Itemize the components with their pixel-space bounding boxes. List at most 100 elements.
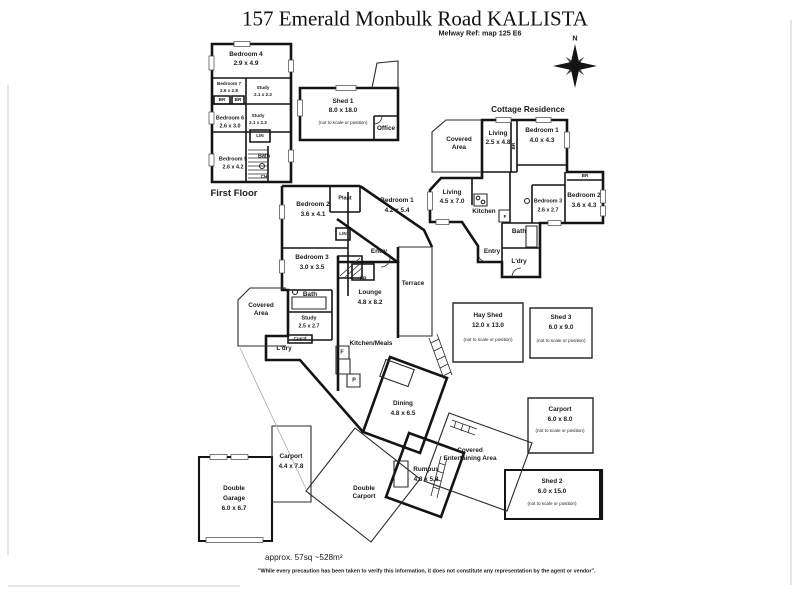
carport-left-outline bbox=[271, 425, 312, 503]
lounge-walls bbox=[336, 247, 400, 391]
ff-linen: LIN bbox=[256, 133, 264, 139]
kitchen-island-bench bbox=[379, 358, 415, 388]
shed2-note: (not to scale or position) bbox=[527, 501, 577, 507]
cottage-entry-door-arc bbox=[477, 253, 488, 263]
main-terrace: Terrace bbox=[401, 280, 425, 287]
main-linen: LIN bbox=[339, 231, 347, 237]
double-carport-label: Double Carport bbox=[352, 485, 376, 500]
main-bath-wc bbox=[291, 288, 299, 296]
main-dining-name: Dining bbox=[393, 400, 413, 407]
cottage-living1-dims: 2.5 x 4.8 bbox=[485, 139, 511, 146]
carport-right-outline bbox=[527, 397, 594, 454]
cottage-fridge-box bbox=[498, 209, 511, 223]
shed1-name: Shed 1 bbox=[332, 98, 354, 105]
ff-bedroom7-dims: 2.6 x 2.8 bbox=[220, 88, 238, 94]
ff-robe1: BR bbox=[218, 97, 226, 103]
ff-study1-dims: 2.1 x 2.2 bbox=[254, 92, 272, 98]
cottage-br-robe: BR bbox=[581, 173, 589, 179]
shed3-name: Shed 3 bbox=[550, 314, 572, 321]
compass-north-label: N bbox=[572, 33, 578, 43]
ff-bedroom5-name: Bedroom 5 bbox=[218, 156, 248, 163]
main-rumpus-dims: 4.8 x 5.8 bbox=[413, 476, 439, 483]
carport-right-name: Carport bbox=[548, 406, 572, 413]
approx-area: approx. 57sq ~528m² bbox=[265, 552, 343, 562]
carport-left-dims: 4.4 x 7.8 bbox=[278, 463, 304, 470]
hay-shed-outline bbox=[452, 302, 524, 363]
cottage-living1-name: Living bbox=[488, 130, 508, 137]
shed3-dims: 6.0 x 9.0 bbox=[548, 324, 574, 331]
kitchen-counter bbox=[335, 358, 351, 375]
ff-bath: Bath bbox=[258, 153, 270, 160]
main-bedroom1-ne-wall bbox=[359, 184, 434, 248]
ff-bedroom5-dims: 2.6 x 4.2 bbox=[222, 164, 244, 171]
cottage-wc bbox=[523, 197, 531, 205]
ff-robe2: BR bbox=[234, 97, 242, 103]
ff-bedroom6-name: Bedroom 6 bbox=[215, 115, 245, 122]
cottage-laundry: L'dry bbox=[511, 258, 527, 265]
open-structures bbox=[237, 60, 594, 543]
main-rumpus-name: Rumpus bbox=[413, 466, 439, 473]
cottage-bath: Bath bbox=[511, 228, 527, 235]
main-dining-dims: 4.8 x 6.5 bbox=[390, 410, 416, 417]
carport-right-dims: 6.0 x 8.0 bbox=[547, 416, 573, 423]
kitchen-pantry-box bbox=[346, 373, 361, 388]
ff-bedroom4-dims: 2.9 x 4.9 bbox=[233, 60, 259, 67]
first-floor-label: First Floor bbox=[210, 188, 258, 200]
deck-ladder-entertaining-side bbox=[430, 455, 448, 499]
hay-shed-note: (not to scale or position) bbox=[463, 337, 513, 343]
cottage-stove bbox=[473, 193, 488, 207]
office-door-arc bbox=[373, 115, 383, 125]
cottage-label: Cottage Residence bbox=[491, 104, 565, 114]
main-bedroom2-name: Bedroom 2 bbox=[296, 201, 330, 208]
cottage-bedroom3-name: Bedroom 3 bbox=[533, 198, 563, 205]
main-bath: Bath bbox=[302, 291, 318, 298]
melway-ref: Melway Ref: map 125 E6 bbox=[438, 28, 522, 38]
rumpus-store-box bbox=[393, 460, 409, 488]
shed1-dims: 8.0 x 18.0 bbox=[328, 107, 358, 114]
scan-edge-lines bbox=[7, 20, 792, 587]
covered-entertaining-outline bbox=[423, 412, 533, 512]
hay-shed-name: Hay Shed bbox=[473, 312, 503, 319]
cottage-bedroom1-dims: 4.0 x 4.3 bbox=[529, 137, 555, 144]
main-kitchen-meals: Kitchen/Meals bbox=[349, 340, 393, 347]
main-covered-area-label: Covered Area bbox=[248, 302, 274, 317]
garage-name-line2: Garage bbox=[222, 495, 246, 502]
interior-walls bbox=[212, 77, 603, 344]
main-bedroom1-dims: 4.2 x 5.4 bbox=[384, 207, 410, 214]
main-fridge: F bbox=[340, 349, 344, 356]
main-covered-area-outline bbox=[237, 287, 286, 347]
cottage-living2-dims: 4.5 x 7.0 bbox=[439, 198, 465, 205]
main-fireplace: FP bbox=[359, 276, 367, 283]
cottage-kitchen: Kitchen bbox=[472, 208, 496, 215]
shed1-note: (not to scale or position) bbox=[318, 120, 368, 126]
cottage-bedroom2-name: Bedroom 2 bbox=[567, 192, 601, 199]
first-floor-outline bbox=[210, 42, 293, 184]
shed3-note: (not to scale or position) bbox=[536, 338, 586, 344]
ff-study2-name: Study bbox=[251, 113, 265, 119]
ff-study1-name: Study bbox=[256, 85, 270, 91]
main-bedroom1-name: Bedroom 1 bbox=[380, 197, 414, 204]
main-plant: Plant bbox=[338, 195, 352, 202]
main-stairs-hatch bbox=[339, 257, 363, 279]
cottage-covered-area-outline bbox=[431, 119, 482, 173]
cottage-bedroom3-dims: 2.6 x 2.7 bbox=[537, 207, 559, 214]
ff-study2-dims: 2.1 x 2.2 bbox=[249, 120, 267, 126]
main-entry: Entry bbox=[370, 248, 388, 255]
windows bbox=[205, 41, 606, 543]
covered-entertaining-label: Covered Entertaining Area bbox=[443, 447, 497, 462]
shed1-outline bbox=[298, 86, 400, 142]
main-bedroom3-name: Bedroom 3 bbox=[295, 254, 329, 261]
first-floor-stairs bbox=[248, 149, 268, 179]
dining-outline bbox=[361, 355, 449, 455]
cottage-fridge: F bbox=[503, 214, 507, 220]
cottage-covered-area-label: Covered Area bbox=[446, 136, 472, 151]
main-bedroom2-dims: 3.6 x 4.1 bbox=[300, 211, 326, 218]
main-west-walls bbox=[264, 186, 364, 433]
main-bath-tub bbox=[291, 296, 327, 310]
shed2-dims: 6.0 x 15.0 bbox=[537, 488, 567, 495]
main-lounge-dims: 4.8 x 8.2 bbox=[357, 299, 383, 306]
garage-name-line1: Double bbox=[223, 485, 245, 492]
main-study-name: Study bbox=[301, 315, 317, 322]
